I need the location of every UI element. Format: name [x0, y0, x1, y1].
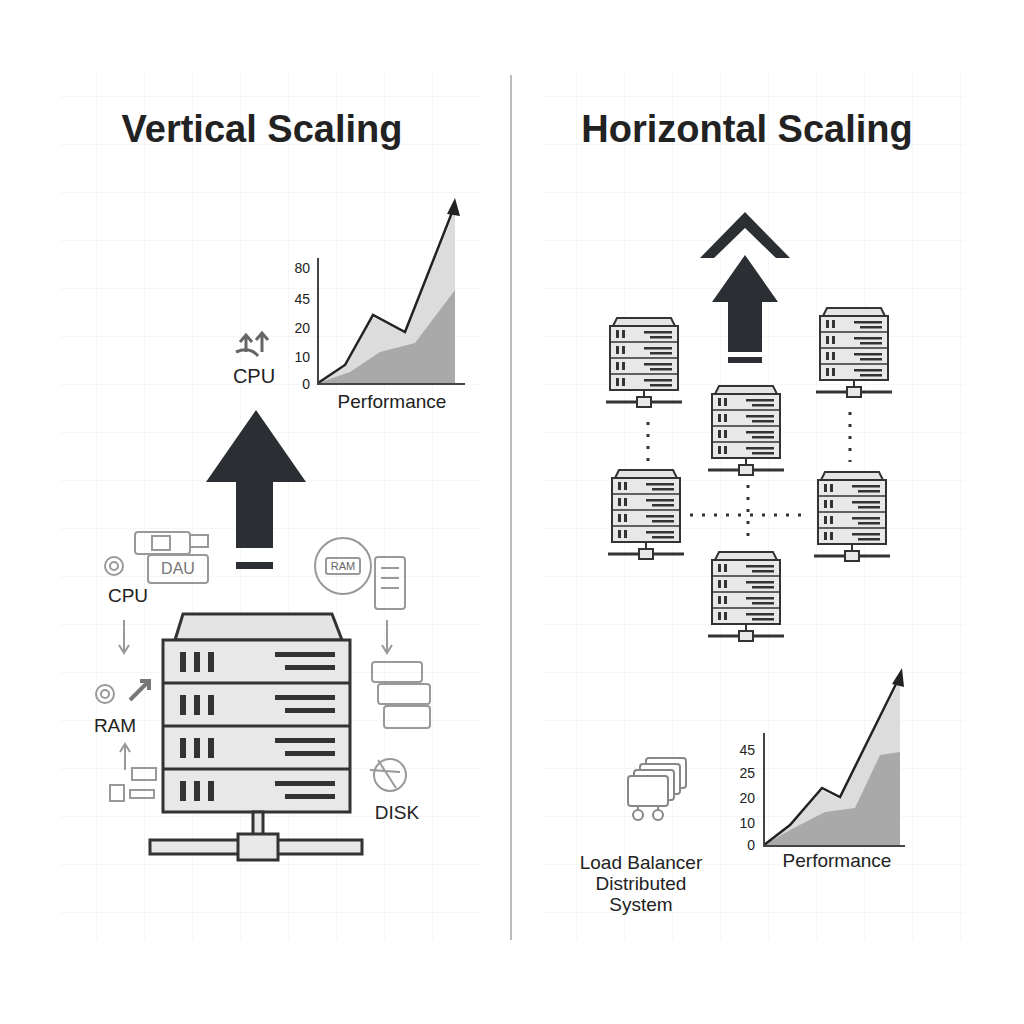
- slot: [208, 738, 214, 758]
- slot: [194, 738, 200, 758]
- axis-tick: 80: [294, 260, 310, 276]
- component-label: RAM: [331, 560, 355, 572]
- server-icon: [708, 386, 784, 475]
- server-icon: [708, 552, 784, 641]
- slot: [208, 695, 214, 715]
- metric-label: CPU: [233, 365, 275, 388]
- slot: [180, 781, 186, 801]
- performance-chart: [317, 198, 465, 384]
- component-label: RAM: [94, 715, 136, 737]
- server-slots: [180, 652, 335, 801]
- server-icon: [150, 614, 362, 860]
- scaling-panel: Vertical Scaling: [62, 108, 462, 151]
- axis-tick: 0: [302, 376, 310, 392]
- server-icon: [816, 308, 892, 397]
- cpu-up-icon: [236, 333, 268, 356]
- slot: [275, 695, 335, 700]
- axis-title: Performance: [783, 850, 892, 872]
- axis-tick: 45: [739, 742, 755, 758]
- divider: [510, 75, 512, 940]
- axis-tick: 25: [739, 765, 755, 781]
- server-icon: [606, 318, 682, 407]
- slot: [275, 652, 335, 657]
- component-label: DISK: [375, 802, 419, 824]
- slot: [285, 751, 335, 756]
- grid-ground: [545, 70, 965, 940]
- slot: [275, 738, 335, 743]
- slot: [180, 695, 186, 715]
- scaling-panel: Horizontal Scaling: [547, 108, 947, 151]
- server-icon: [814, 472, 890, 561]
- component-label: Load Balancer Distributed System: [571, 852, 711, 915]
- axis-tick: 20: [294, 320, 310, 336]
- component-label: CPU: [108, 585, 148, 607]
- axis-tick: 10: [294, 349, 310, 365]
- slot: [275, 781, 335, 786]
- slot: [194, 695, 200, 715]
- load-balancer-icon: [628, 758, 686, 820]
- grid-ground: [60, 70, 480, 940]
- performance-chart: [763, 668, 905, 846]
- slot: [285, 794, 335, 799]
- slot: [194, 781, 200, 801]
- slot: [208, 781, 214, 801]
- panel-heading: Vertical Scaling: [62, 108, 462, 151]
- scale-up-arrow: [206, 410, 306, 569]
- server-icon: [608, 470, 684, 559]
- component-label: DAU: [161, 560, 195, 578]
- slot: [180, 652, 186, 672]
- axis-tick: 0: [747, 837, 755, 853]
- panel-heading: Horizontal Scaling: [547, 108, 947, 151]
- axis-title: Performance: [338, 391, 447, 413]
- slot: [285, 665, 335, 670]
- server-cluster: [606, 308, 892, 641]
- axis-tick: 20: [739, 790, 755, 806]
- axis-tick: 45: [294, 291, 310, 307]
- slot: [208, 652, 214, 672]
- scale-out-arrow: [700, 212, 790, 363]
- component-icons: [96, 532, 430, 801]
- slot: [194, 652, 200, 672]
- slot: [180, 738, 186, 758]
- slot: [285, 708, 335, 713]
- axis-tick: 10: [739, 815, 755, 831]
